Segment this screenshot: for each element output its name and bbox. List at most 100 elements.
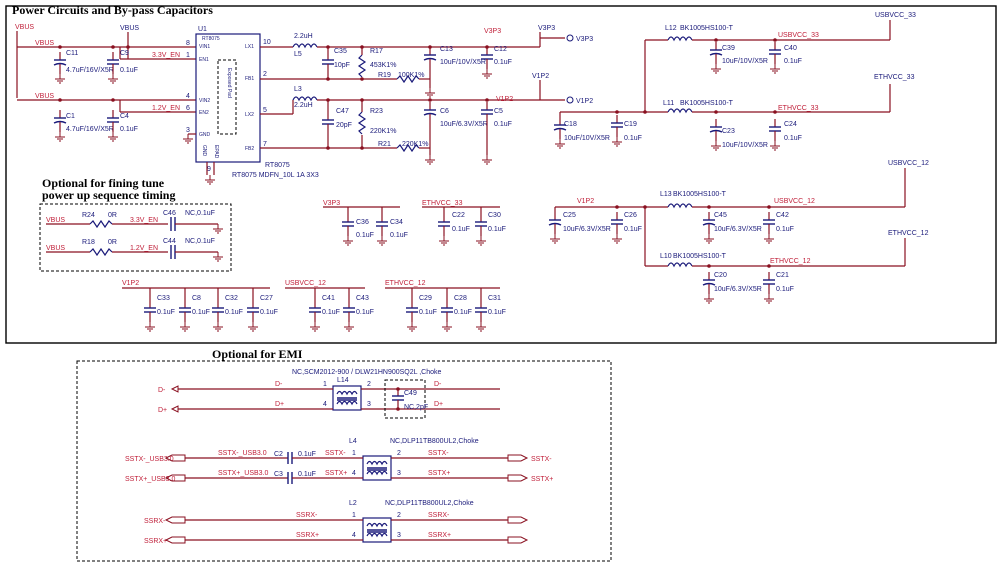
u1-label: RT8075 (265, 162, 290, 169)
l13-val: BK1005HS100-T (673, 191, 727, 198)
v1p2-port-top: V1P2 (532, 73, 549, 80)
r24-val: 0R (108, 212, 117, 219)
l4-pin2: 2 (397, 450, 401, 457)
exposed-pad-label: Exposed Pad (226, 68, 232, 98)
l14-pin2: 2 (367, 381, 371, 388)
c23-ref: C23 (722, 128, 735, 135)
c30-val: 0.1uF (488, 226, 506, 233)
l5-val: 2.2uH (294, 33, 313, 40)
en12-net-label: 1.2V_EN (152, 105, 180, 112)
en33-net-label: 3.3V_EN (152, 52, 180, 59)
power-section-frame (5, 5, 997, 344)
v1p2-port-label: V1P2 (576, 98, 593, 105)
c41-val: 0.1uF (322, 309, 340, 316)
c24-val: 0.1uF (784, 135, 802, 142)
buck-3v3-output-network: 2.2uH L5 V3P3 V3P3 V3P3 C35 10pF R17 453… (260, 25, 593, 98)
c35-ref: C35 (334, 48, 347, 55)
c21-val: 0.1uF (776, 286, 794, 293)
vbus-net-label: VBUS (15, 24, 34, 31)
bottom-v1p2-label: V1P2 (122, 280, 139, 287)
pin-num-6: 6 (186, 105, 190, 112)
c39-ref: C39 (722, 45, 735, 52)
pin-vin1: VIN1 (199, 44, 210, 50)
ethvcc33-net-label: ETHVCC_33 (778, 105, 819, 112)
power-sequence-tuning-network: VBUS R24 0R 3.3V_EN C46 NC,0.1uF VBUS R1… (46, 210, 224, 262)
c44-ref: C44 (163, 238, 176, 245)
pin-num-8: 8 (186, 40, 190, 47)
mid-bypass-caps: V3P3 C36 0.1uF C34 0.1uF ETHVCC_33 C22 0… (323, 200, 506, 246)
l14-pin1: 1 (323, 381, 327, 388)
power-section-title: Power Circuits and By-pass Capacitors (12, 3, 213, 17)
buck-1v2-output-network: L3 2.2uH V1P2 V1P2 V1P2 C47 20pF R23 220… (260, 73, 593, 165)
sstx-plus-usb-port: SSTX+_USB3.0 (125, 476, 175, 483)
c24-ref: C24 (784, 121, 797, 128)
c29-val: 0.1uF (419, 309, 437, 316)
emi-usb2-choke: NC,SCM2012-900 / DLW21HN900SQ2L ,Choke L… (158, 369, 500, 419)
l10-ref: L10 (660, 253, 672, 260)
c2-val: 0.1uF (298, 451, 316, 458)
r21-val: 220K1% (402, 141, 428, 148)
tune-vbus-label-1: VBUS (46, 217, 65, 224)
c35-val: 10pF (334, 62, 350, 69)
ethvcc12-net-label: ETHVCC_12 (770, 258, 811, 265)
c2-ref: C2 (274, 451, 283, 458)
c29-ref: C29 (419, 295, 432, 302)
l2-ref: L2 (349, 500, 357, 507)
mid-v3p3-label: V3P3 (323, 200, 340, 207)
c18-val: 10uF/10V/X5R (564, 135, 610, 142)
l2-pin4: 4 (352, 532, 356, 539)
c6-val: 10uF/6.3V/X5R (440, 121, 488, 128)
l4-ref: L4 (349, 438, 357, 445)
c41-ref: C41 (322, 295, 335, 302)
u1-ref: U1 (198, 26, 207, 33)
rt8075-regulator-ic: U1 RT8075 Exposed Pad VIN1 EN1 VIN2 EN2 … (182, 26, 319, 185)
l10-val: BK1005HS100-T (673, 253, 727, 260)
tune-title-line1: Optional for fining tune (42, 176, 165, 190)
c26-ref: C26 (624, 212, 637, 219)
c19-val: 0.1uF (624, 135, 642, 142)
sstx-minus-mid-net: SSTX- (325, 450, 346, 457)
l2-part-label: NC,DLP11TB800UL2,Choke (385, 500, 474, 507)
c25-val: 10uF/6.3V/X5R (563, 226, 611, 233)
emi-section-frame (76, 360, 612, 562)
r19-val: 100K1% (398, 72, 424, 79)
r18-val: 0R (108, 239, 117, 246)
c33-ref: C33 (157, 295, 170, 302)
l3-ref: L3 (294, 86, 302, 93)
c42-val: 0.1uF (776, 226, 794, 233)
c28-val: 0.1uF (454, 309, 472, 316)
c13-val: 10uF/10V/X5R (440, 59, 486, 66)
usbvcc33-net-label: USBVCC_33 (778, 32, 819, 39)
l14-pin4: 4 (323, 401, 327, 408)
r18-ref: R18 (82, 239, 95, 246)
vbus-net-label-2: VBUS (35, 40, 54, 47)
pin-gnd-pad: GND (201, 145, 207, 157)
c6-ref: C6 (440, 108, 449, 115)
c4-val: 0.1uF (120, 126, 138, 133)
right-v1p2-label: V1P2 (577, 198, 594, 205)
v3p3-port-label: V3P3 (576, 36, 593, 43)
c25-ref: C25 (563, 212, 576, 219)
pin-num-2: 2 (263, 71, 267, 78)
l11-ref: L11 (663, 100, 674, 107)
vbus-net-label-3: VBUS (35, 93, 54, 100)
c34-val: 0.1uF (390, 232, 408, 239)
tune-vbus-label-2: VBUS (46, 245, 65, 252)
c46-val: NC,0.1uF (185, 210, 215, 217)
vbus-port-label: VBUS (120, 25, 139, 32)
vbus-input-network: VBUS VBUS VBUS VBUS 3.3V_EN 1.2V_EN C11 … (15, 24, 196, 142)
pin-en1: EN1 (199, 57, 209, 63)
c5-ref: C5 (494, 108, 503, 115)
c44-val: NC,0.1uF (185, 238, 215, 245)
c3-ref: C3 (274, 471, 283, 478)
sstx-minus-port: SSTX- (531, 456, 552, 463)
sstx-minus-usb-port: SSTX-_USB3.0 (125, 456, 174, 463)
c34-ref: C34 (390, 219, 403, 226)
l4-pin4: 4 (352, 470, 356, 477)
ssrx-minus-mid-net: SSRX- (296, 512, 318, 519)
c8-val: 0.1uF (192, 309, 210, 316)
c39-val: 10uF/10V/X5R (722, 58, 768, 65)
ssrx-plus-right-net: SSRX+ (428, 532, 451, 539)
sstx-minus-right-net: SSTX- (428, 450, 449, 457)
